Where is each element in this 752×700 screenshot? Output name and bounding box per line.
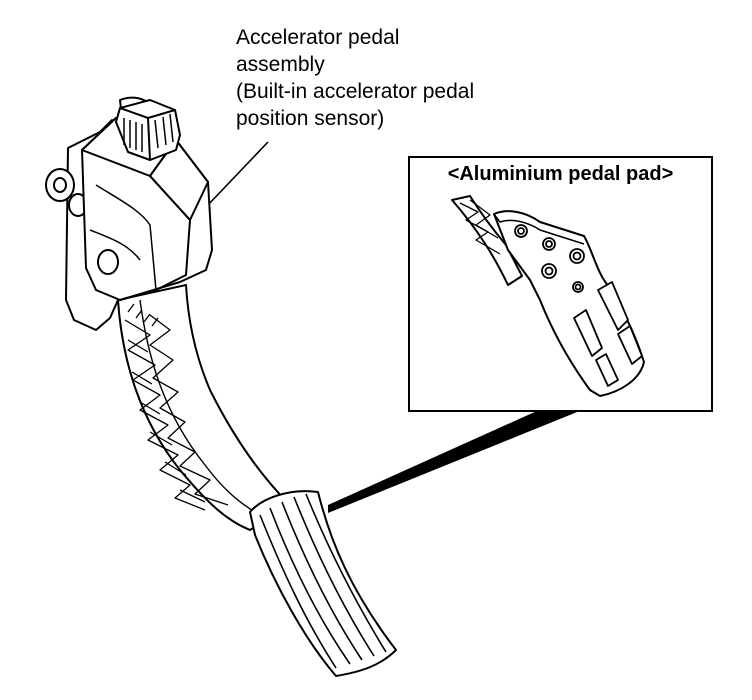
pedal-arm [117, 284, 291, 531]
sensor-housing [45, 96, 213, 331]
callout-line-3: (Built-in accelerator pedal [236, 80, 475, 103]
aluminium-pedal-pad [451, 195, 645, 397]
assembly-callout-label: Accelerator pedal assembly (Built-in acc… [236, 24, 474, 132]
callout-line-2: assembly [236, 53, 325, 76]
inset-title: <Aluminium pedal pad> [447, 163, 674, 185]
callout-line-4: position sensor) [236, 107, 385, 130]
callout-line-1: Accelerator pedal [236, 26, 400, 49]
magnifier-wedge [328, 406, 592, 513]
rubber-pedal-pad [249, 490, 397, 677]
